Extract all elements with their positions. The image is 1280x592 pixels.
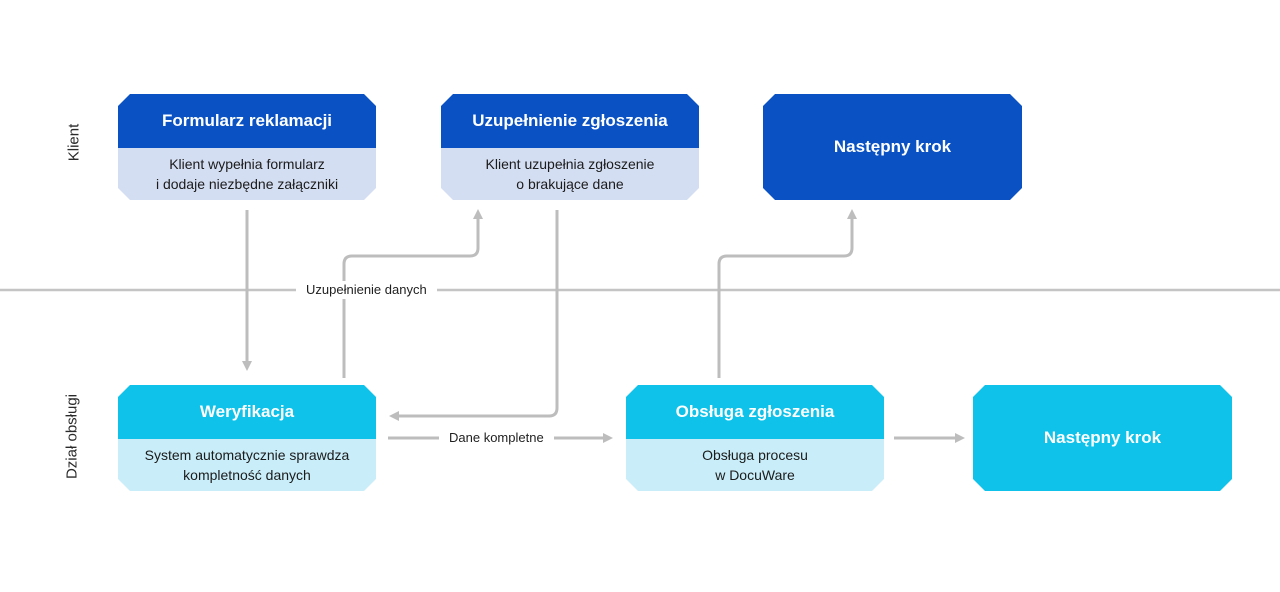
node-weryfikacja-body: System automatycznie sprawdza kompletnoś… [118, 439, 376, 491]
node-obsluga-zgloszenia[interactable]: Obsługa zgłoszenia Obsługa procesu w Doc… [626, 385, 884, 491]
node-uzupelnienie-zgloszenia[interactable]: Uzupełnienie zgłoszenia Klient uzupełnia… [441, 94, 699, 200]
node-nastepny-krok-client[interactable]: Następny krok [763, 94, 1022, 200]
node-obsluga-title: Obsługa zgłoszenia [626, 385, 884, 439]
node-nastepny-krok-client-title: Następny krok [833, 137, 952, 156]
node-nastepny-krok-service[interactable]: Następny krok [973, 385, 1232, 491]
node-uzupelnienie-title: Uzupełnienie zgłoszenia [441, 94, 699, 148]
arrow-obsluga-to-next-client [717, 209, 857, 378]
edge-label-complete-data: Dane kompletne [439, 429, 554, 447]
node-obsluga-body: Obsługa procesu w DocuWare [626, 439, 884, 491]
node-uzupelnienie-body: Klient uzupełnia zgłoszenie o brakujące … [441, 148, 699, 200]
node-weryfikacja-title: Weryfikacja [118, 385, 376, 439]
node-weryfikacja[interactable]: Weryfikacja System automatycznie sprawdz… [118, 385, 376, 491]
arrow-uzupelnienie-to-weryfikacja [389, 210, 559, 421]
node-formularz-body: Klient wypełnia formularz i dodaje niezb… [118, 148, 376, 200]
node-nastepny-krok-service-title: Następny krok [1043, 428, 1162, 447]
arrow-weryfikacja-to-uzupelnienie [342, 209, 483, 378]
node-formularz-reklamacji[interactable]: Formularz reklamacji Klient wypełnia for… [118, 94, 376, 200]
lane-label-service: Dział obsługi [63, 393, 81, 480]
lane-label-client: Klient [65, 123, 83, 162]
edge-label-missing-data: Uzupełnienie danych [296, 281, 437, 299]
node-formularz-title: Formularz reklamacji [118, 94, 376, 148]
